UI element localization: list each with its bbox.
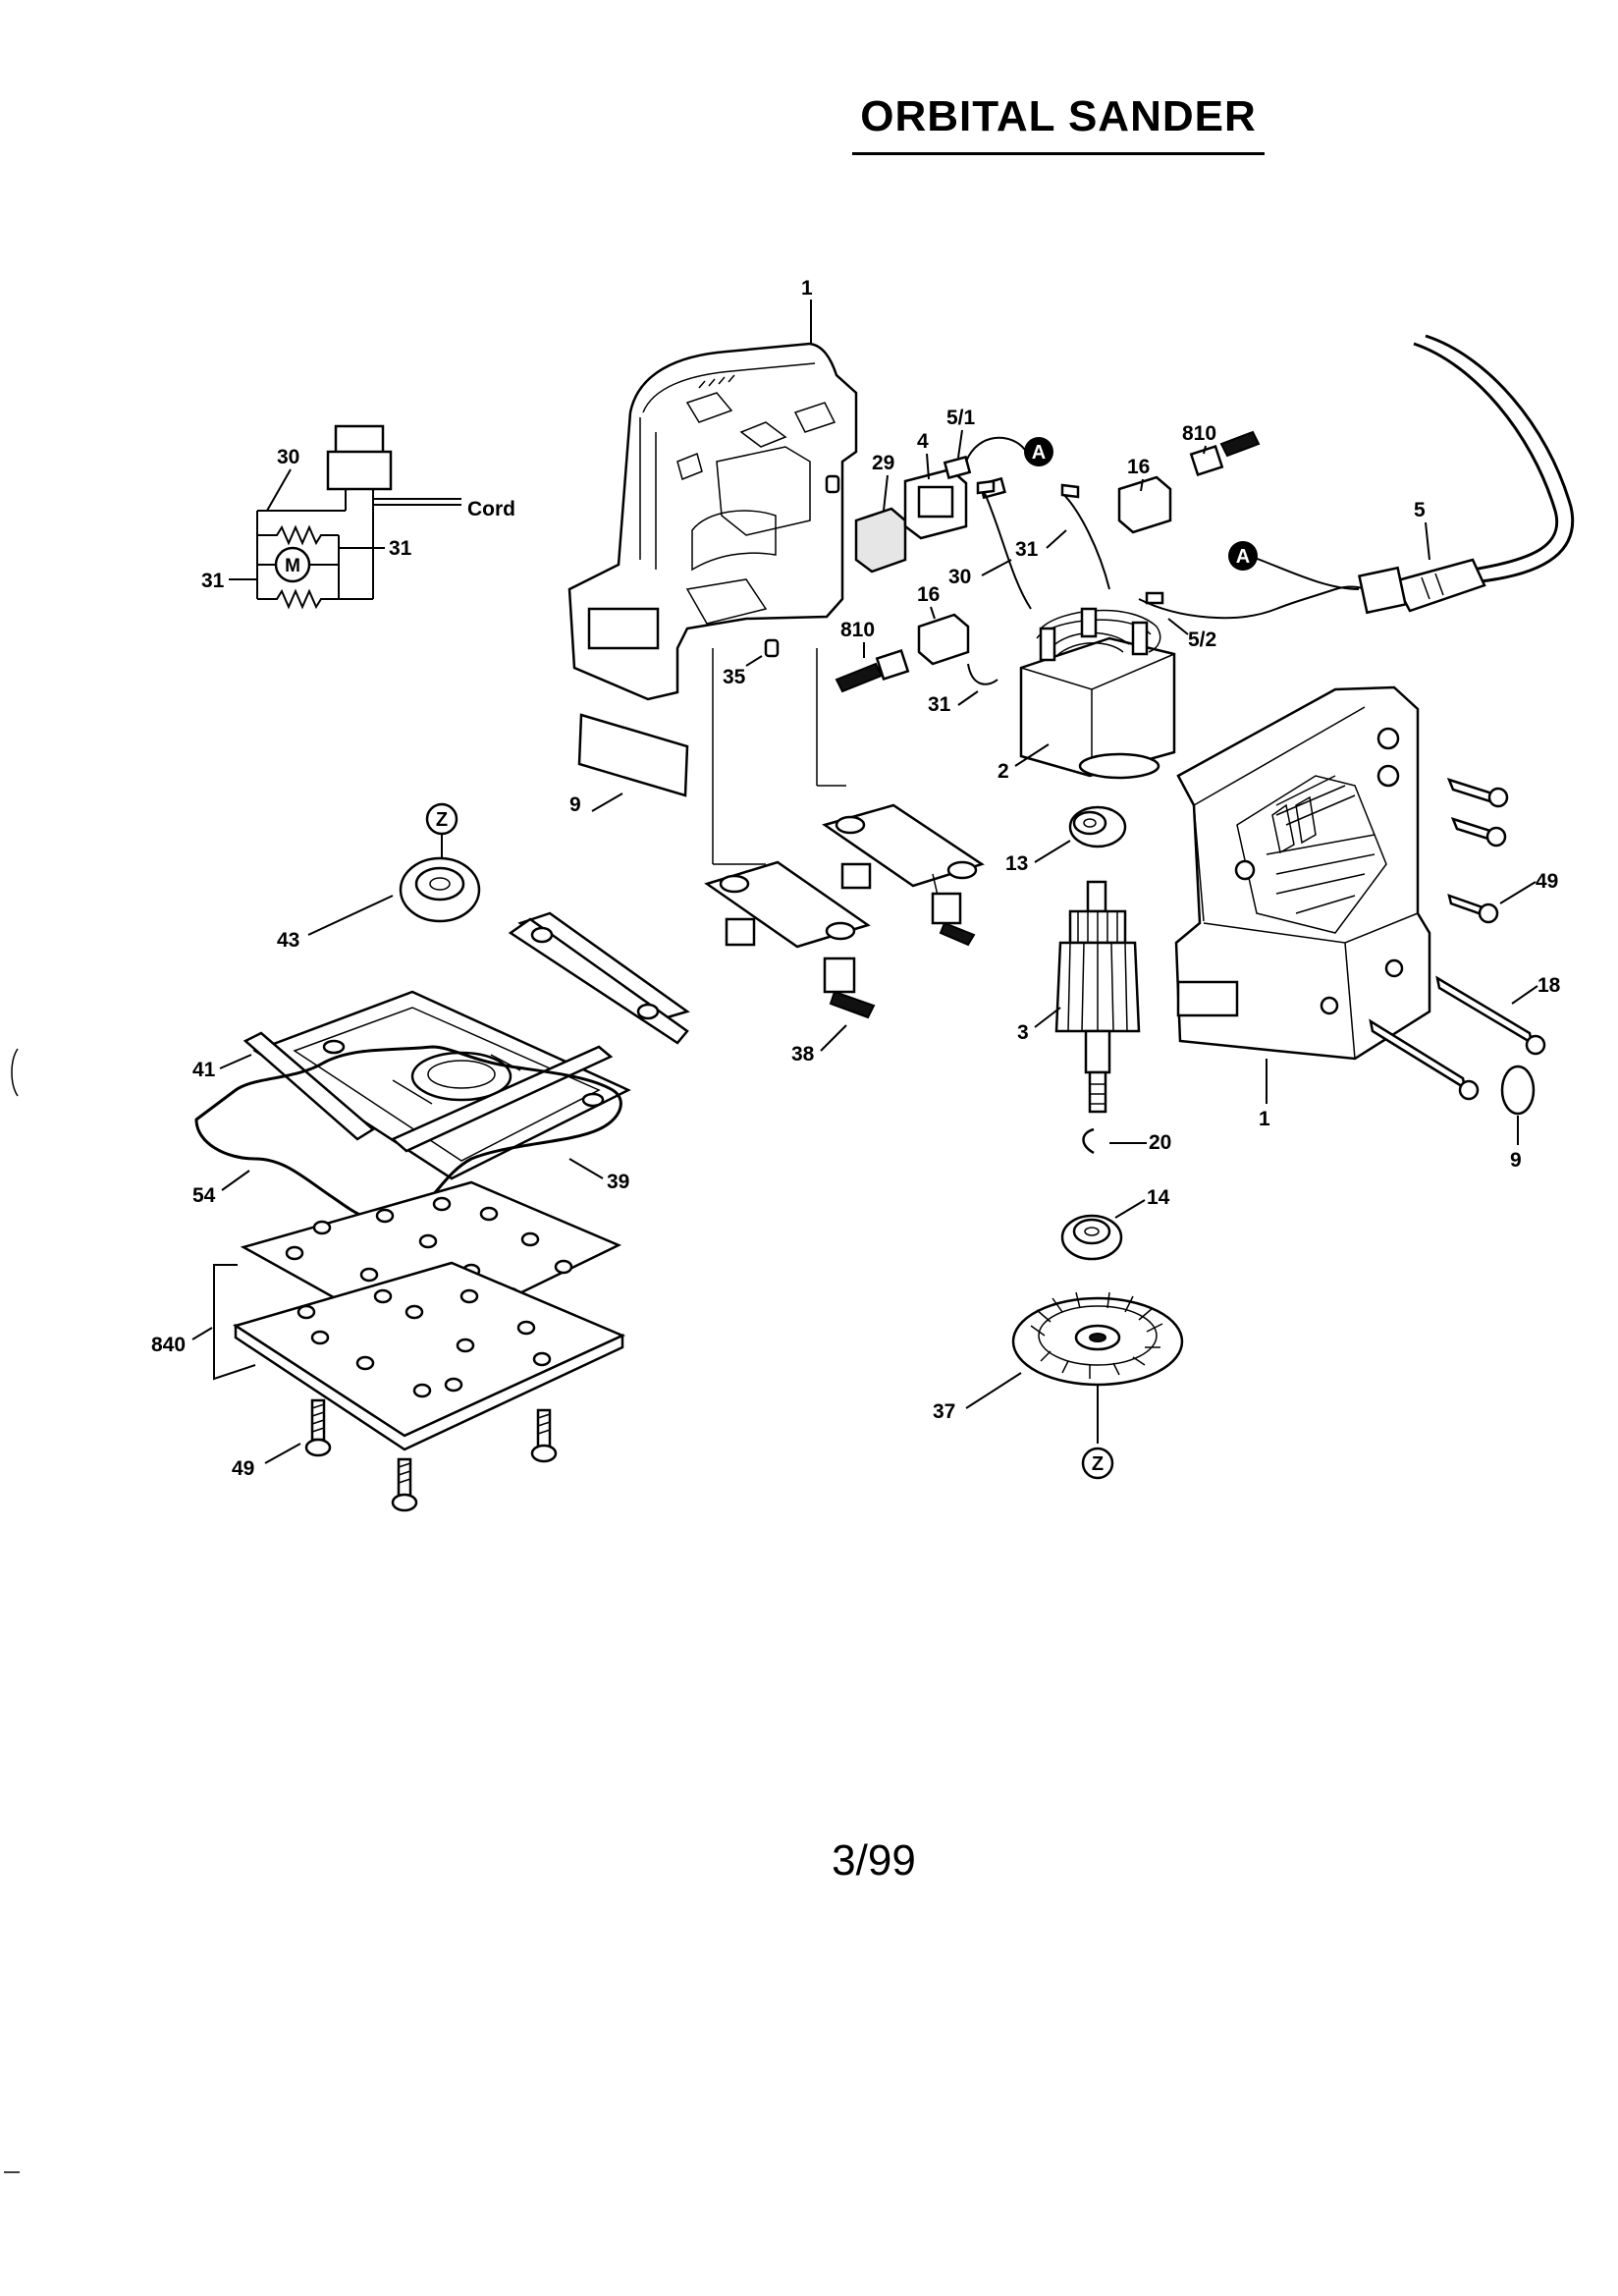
callout-13: 13 (1005, 852, 1028, 875)
fan-counterweight (1011, 1291, 1184, 1387)
callout-3: 3 (1017, 1021, 1029, 1044)
callout-2: 2 (998, 760, 1009, 783)
callout-31-lower: 31 (928, 693, 951, 716)
retaining-ring (1082, 1127, 1095, 1155)
callout-5-2: 5/2 (1188, 629, 1216, 651)
callout-9: 9 (1510, 1149, 1522, 1172)
bearing-14 (1060, 1214, 1123, 1261)
callout-14: 14 (1147, 1186, 1170, 1209)
label-31-schematic-right: 31 (389, 537, 412, 560)
callout-8: 9 (569, 793, 581, 816)
callout-41: 41 (192, 1059, 216, 1081)
ref-mark-a-cord (1228, 541, 1258, 571)
margin-mark (11, 1048, 19, 1097)
orbit-support-right (822, 803, 985, 947)
ref-mark-z-fan (1081, 1447, 1114, 1480)
clamp-bar (508, 911, 690, 1045)
callout-20: 20 (1149, 1131, 1171, 1154)
callout-43: 43 (277, 929, 299, 952)
pad-screws (304, 1398, 558, 1512)
switch-parts (854, 455, 1006, 574)
label-30-schematic: 30 (277, 446, 299, 468)
diagram-title: ORBITAL SANDER (860, 92, 1257, 140)
bearing-43 (399, 856, 481, 923)
brush-holder-right (1117, 430, 1261, 534)
label-cord: Cord (467, 498, 515, 520)
callout-30-parts: 30 (948, 566, 971, 588)
orbit-support-left (704, 860, 876, 1019)
ref-mark-z-fan-label: Z (1092, 1453, 1104, 1475)
callout-16-left: 16 (917, 583, 940, 606)
callout-37: 37 (933, 1400, 955, 1423)
callout-39: 39 (607, 1171, 629, 1193)
ref-mark-z-bearing (425, 802, 458, 836)
callout-810-left: 810 (840, 619, 875, 641)
callout-810-right: 810 (1182, 422, 1216, 445)
base-plate (243, 990, 631, 1180)
callout-31-upper: 31 (1015, 538, 1039, 561)
callout-1-lower: 1 (1259, 1108, 1270, 1130)
motor-housing-half (1174, 685, 1431, 1061)
housing-screws (1369, 778, 1546, 1116)
callout-35: 35 (723, 666, 746, 688)
ref-mark-z-bearing-label: Z (436, 809, 448, 831)
ref-mark-a-top (1024, 437, 1053, 466)
callout-29: 29 (872, 452, 894, 474)
callout-49-pad: 49 (232, 1457, 254, 1480)
wire-leads (967, 479, 1377, 685)
alignment-lines (712, 648, 846, 865)
callout-18: 18 (1537, 974, 1561, 997)
label-plate (577, 713, 689, 797)
pad-holes (297, 1288, 552, 1398)
callout-840: 840 (151, 1334, 186, 1356)
callout-16-right: 16 (1127, 456, 1150, 478)
label-31-schematic-left: 31 (201, 570, 225, 592)
armature (1054, 880, 1141, 1114)
ref-mark-a-top-label: A (1032, 442, 1046, 464)
upper-housing-half (567, 342, 858, 701)
dust-seal-54 (194, 1045, 622, 1223)
switch-body (326, 450, 393, 491)
power-cord (1358, 334, 1575, 615)
ref-mark-a-cord-label: A (1236, 546, 1250, 568)
bearing-13 (1068, 805, 1127, 848)
callout-5: 5 (1414, 499, 1426, 521)
title-underline (852, 152, 1265, 155)
callout-1-top: 1 (801, 277, 813, 300)
sanding-pad (233, 1261, 626, 1451)
page-number: 3/99 (832, 1836, 916, 1885)
brush-holder-left (835, 613, 970, 693)
switch-rocker (334, 424, 385, 456)
motor-field-stator (1019, 607, 1176, 780)
callout-49-right: 49 (1536, 870, 1558, 893)
callout-54: 54 (192, 1184, 216, 1207)
callout-4: 4 (917, 430, 929, 453)
motor-symbol-label: M (285, 556, 300, 576)
bracket-840 (213, 1264, 256, 1381)
callout-5-1: 5/1 (946, 407, 976, 429)
wiring-schematic: M 30 31 31 Cord (201, 424, 515, 610)
callout-38: 38 (791, 1043, 815, 1066)
